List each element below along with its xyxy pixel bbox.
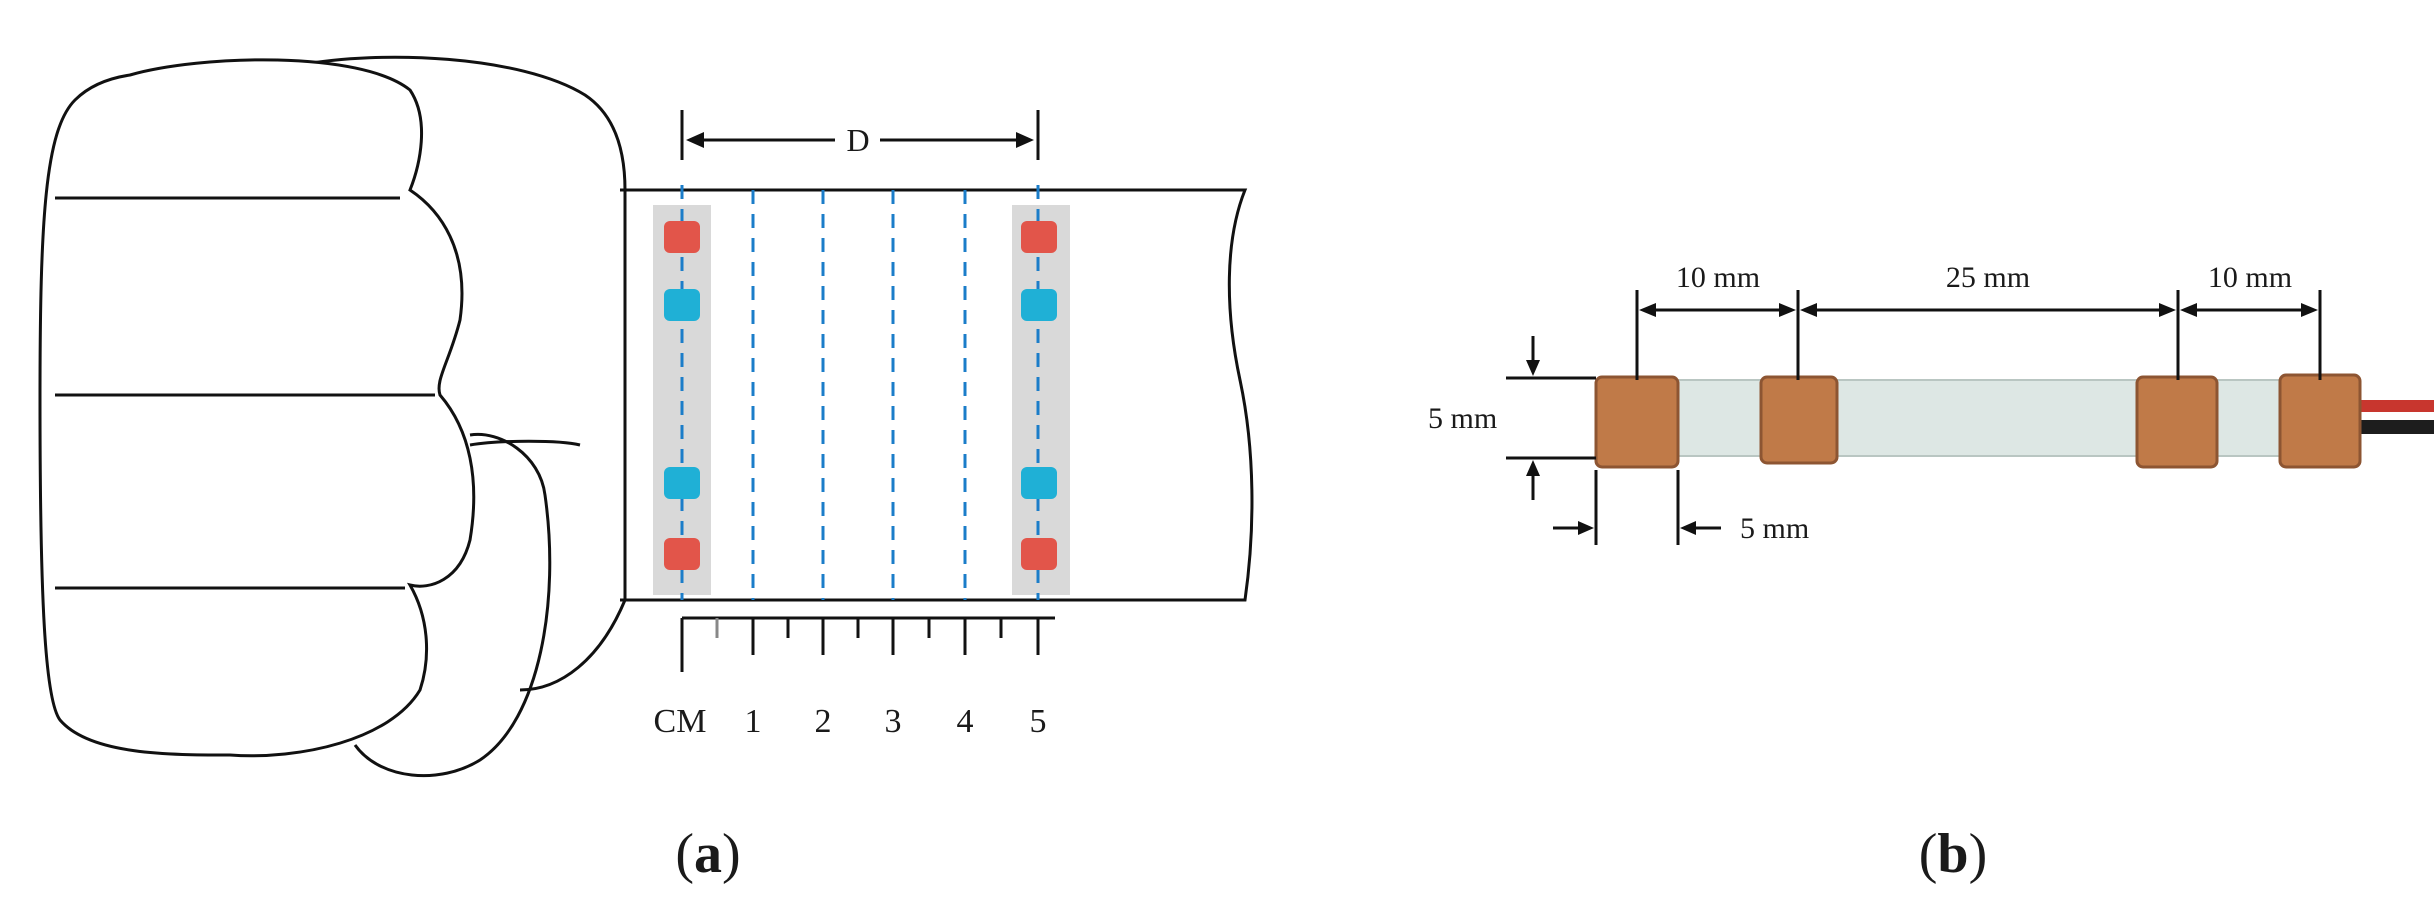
scale-label-cm: CM <box>654 703 707 740</box>
dim-top-left-label: 10 mm <box>1676 261 1760 294</box>
top-dimensions <box>1635 290 2322 380</box>
blue-electrode <box>664 467 700 499</box>
scale-ruler <box>680 616 1055 672</box>
electrode-column-right-shade <box>1012 205 1070 595</box>
red-electrode <box>1021 221 1057 253</box>
scale-label-4: 4 <box>957 703 974 740</box>
scale-label-2: 2 <box>815 703 832 740</box>
blue-electrode <box>1021 467 1057 499</box>
thumb-base-line <box>469 439 581 447</box>
arrow-left <box>1680 521 1696 535</box>
red-electrode <box>1021 538 1057 570</box>
sensor-strip <box>1599 379 2361 457</box>
scale-label-3: 3 <box>885 703 902 740</box>
dim-electrode-width-label: 5 mm <box>1740 512 1809 545</box>
panel-b-label: (b) <box>1919 823 1987 885</box>
red-electrode <box>664 538 700 570</box>
scale-label-1: 1 <box>745 703 762 740</box>
height-dimension <box>1506 336 1596 500</box>
copper-electrode <box>2278 373 2362 469</box>
copper-electrode <box>1759 375 1839 465</box>
fingers-outline <box>38 58 476 758</box>
scale-label-5: 5 <box>1030 703 1047 740</box>
panel-a-label: (a) <box>675 823 740 885</box>
dim-top-right-label: 10 mm <box>2208 261 2292 294</box>
thumb-outline <box>353 432 552 778</box>
dim-height-label: 5 mm <box>1428 402 1497 435</box>
hand-back-outline <box>299 55 627 692</box>
dashed-lines <box>680 185 1040 600</box>
cable-red <box>2360 400 2434 412</box>
copper-electrode <box>1594 375 1680 469</box>
arrow-down <box>1526 360 1540 376</box>
top-arrowheads <box>1639 303 2318 317</box>
dimension-d: D <box>680 110 1040 160</box>
blue-electrode <box>1021 289 1057 321</box>
panel-b: 10 mm 25 mm 10 mm 5 mm 5 mm (b) <box>1428 261 2434 885</box>
dim-top-middle-label: 25 mm <box>1946 261 2030 294</box>
arrow-up <box>1526 460 1540 476</box>
scale-labels: CM 1 2 3 4 5 <box>654 703 1047 740</box>
panel-a: D CM 1 2 3 4 5 (a) <box>38 55 1254 885</box>
width-dimension <box>1553 470 1721 545</box>
copper-electrode <box>2135 375 2219 469</box>
blue-electrode <box>664 289 700 321</box>
dimension-d-label: D <box>846 122 869 158</box>
arrow-right <box>1578 521 1594 535</box>
red-electrode <box>664 221 700 253</box>
forearm-outline <box>620 188 1254 602</box>
cable-black <box>2360 420 2434 434</box>
